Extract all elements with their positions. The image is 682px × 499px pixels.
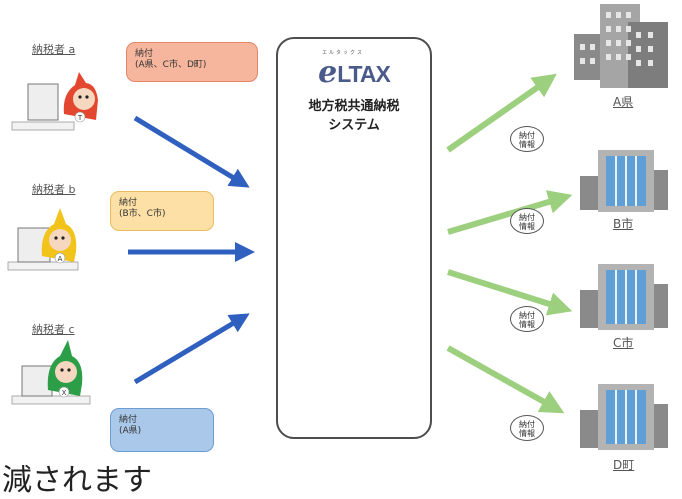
- dest-label-a-ken: A県: [613, 95, 634, 109]
- svg-text:T: T: [77, 114, 83, 122]
- payer-a-figure: T: [11, 72, 98, 131]
- payer-a-label: 納税者 a: [32, 43, 76, 56]
- info-bubble-b-shi: 納付 情報: [510, 208, 544, 234]
- arrow-system-to-d-cho: [446, 345, 565, 414]
- payer-c-label: 納税者 c: [32, 323, 75, 336]
- info-bubble-a-ken: 納付 情報: [510, 126, 544, 152]
- payer-b-payment-bubble: 納付 (B市、C市): [110, 191, 214, 231]
- arrow-payer-a-to-system: [133, 115, 250, 188]
- b-shi-building-icon: [580, 150, 668, 212]
- eltax-logo-ruby: エルタックス: [322, 50, 364, 56]
- svg-text:A: A: [58, 255, 63, 263]
- arrow-system-to-a-ken: [446, 73, 557, 153]
- info-bubble-c-shi: 納付 情報: [510, 306, 544, 332]
- payer-c-payment-bubble: 納付 (A県): [110, 408, 214, 452]
- payer-a-payment-bubble: 納付 (A県、C市、D町): [126, 42, 258, 82]
- a-ken-building-icon: [574, 4, 668, 88]
- payer-b-figure: A: [7, 208, 79, 271]
- eltax-logo: エルタックス eLTAX: [278, 50, 430, 90]
- arrow-payer-c-to-system: [133, 313, 250, 385]
- arrow-system-to-b-shi: [447, 190, 573, 235]
- bottom-caption: 減されます: [2, 463, 152, 498]
- c-shi-building-icon: [580, 264, 668, 330]
- eltax-system-box: エルタックス eLTAX 地方税共通納税 システム: [276, 37, 432, 439]
- diagram-graphics: T A X: [7, 4, 668, 450]
- info-bubble-d-cho: 納付 情報: [510, 415, 544, 441]
- d-cho-building-icon: [580, 384, 668, 450]
- eltax-logo-e: e: [318, 55, 338, 90]
- arrow-system-to-c-shi: [447, 269, 573, 316]
- eltax-logo-ltax: LTAX: [337, 61, 391, 87]
- dest-label-b-shi: B市: [613, 217, 634, 231]
- payer-b-label: 納税者 b: [32, 183, 76, 196]
- dest-label-d-cho: D町: [613, 458, 635, 472]
- dest-label-c-shi: C市: [613, 336, 634, 350]
- payer-c-figure: X: [11, 340, 91, 405]
- system-title: 地方税共通納税 システム: [308, 99, 400, 133]
- svg-text:X: X: [62, 389, 67, 397]
